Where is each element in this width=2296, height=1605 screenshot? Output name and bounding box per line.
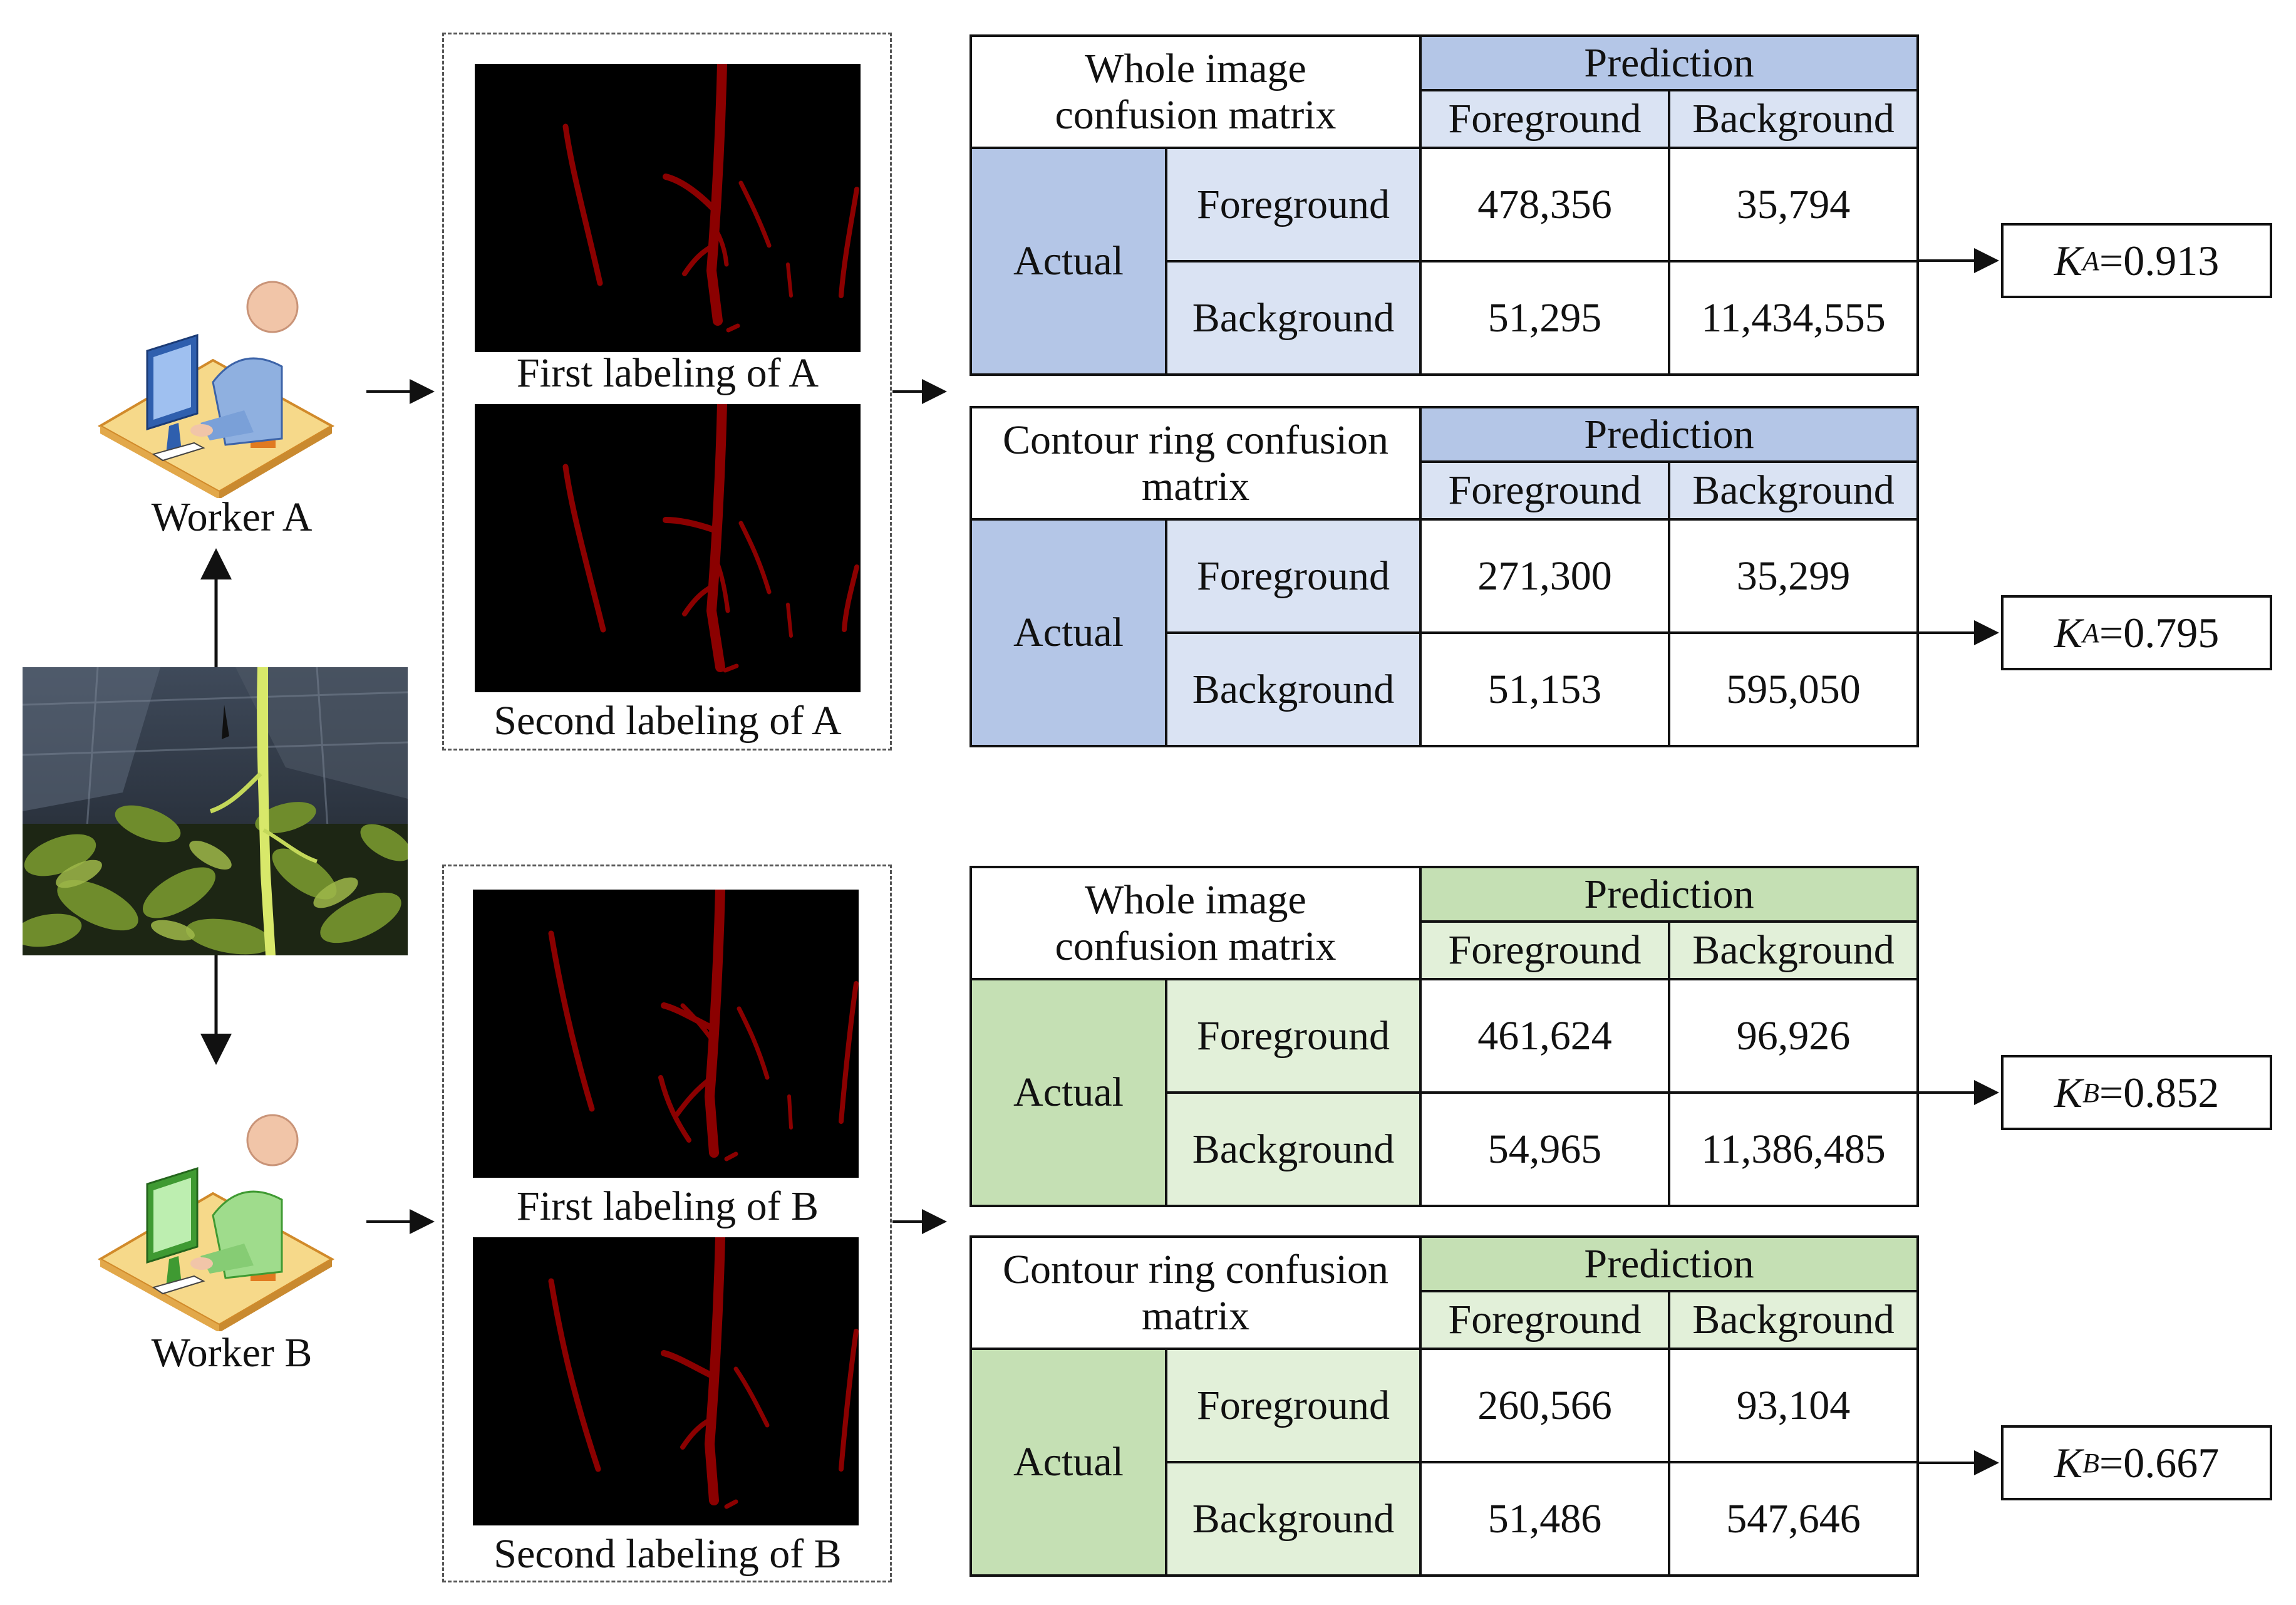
worker-b-icon (97, 1114, 335, 1331)
row-header-background: Background (1164, 1461, 1422, 1577)
confusion-matrix-b-whole: Whole image confusion matrix Prediction … (969, 866, 1920, 1207)
matrix-title-line-1: Whole image (1085, 876, 1306, 923)
kappa-symbol: K (2054, 608, 2083, 657)
col-header-foreground: Foreground (1419, 920, 1671, 980)
col-header-foreground: Foreground (1419, 460, 1671, 521)
kappa-subscript: A (2082, 617, 2099, 648)
kappa-value: =0.795 (2099, 608, 2220, 657)
matrix-title-line-1: Whole image (1085, 45, 1306, 91)
confusion-matrix-a-whole: Whole image confusion matrix Prediction … (969, 34, 1920, 376)
cell-fg-bg: 35,794 (1668, 147, 1920, 262)
matrix-title-line-2: confusion matrix (1055, 91, 1337, 138)
col-header-background: Background (1668, 460, 1920, 521)
cell-bg-fg: 54,965 (1419, 1091, 1671, 1207)
prediction-header: Prediction (1419, 34, 1920, 91)
cell-fg-bg: 96,926 (1668, 978, 1920, 1094)
cell-bg-fg: 51,295 (1419, 260, 1671, 376)
cell-fg-fg: 461,624 (1419, 978, 1671, 1094)
kappa-subscript: A (2082, 245, 2099, 276)
row-header-foreground: Foreground (1164, 518, 1422, 634)
cell-bg-fg: 51,486 (1419, 1461, 1671, 1577)
worker-a-label: Worker A (151, 494, 313, 540)
first-labeling-b-label: First labeling of B (516, 1183, 819, 1229)
row-header-background: Background (1164, 1091, 1422, 1207)
cell-fg-fg: 271,300 (1419, 518, 1671, 634)
row-header-background: Background (1164, 631, 1422, 747)
second-labeling-a-label: Second labeling of A (494, 698, 842, 744)
matrix-title-line-2: matrix (1141, 1292, 1250, 1339)
prediction-header: Prediction (1419, 866, 1920, 923)
matrix-title: Whole image confusion matrix (969, 34, 1422, 149)
cell-bg-bg: 11,434,555 (1668, 260, 1920, 376)
matrix-title: Contour ring confusion matrix (969, 1235, 1422, 1350)
cell-bg-bg: 11,386,485 (1668, 1091, 1920, 1207)
cell-bg-bg: 595,050 (1668, 631, 1920, 747)
matrix-title-line-1: Contour ring confusion (1003, 417, 1388, 463)
mask-second-labeling-a (475, 404, 861, 692)
matrix-title-line-1: Contour ring confusion (1003, 1246, 1388, 1292)
actual-header: Actual (970, 518, 1167, 747)
col-header-foreground: Foreground (1419, 1290, 1671, 1350)
kappa-subscript: B (2082, 1447, 2099, 1478)
plant-photo (23, 667, 408, 955)
labeling-box-b (442, 865, 892, 1582)
col-header-background: Background (1668, 1290, 1920, 1350)
worker-a-icon (97, 281, 335, 498)
mask-second-labeling-b (473, 1237, 859, 1525)
matrix-title-line-2: confusion matrix (1055, 923, 1337, 969)
kappa-value: =0.913 (2099, 236, 2220, 284)
col-header-background: Background (1668, 920, 1920, 980)
actual-header: Actual (970, 1348, 1167, 1577)
matrix-title: Contour ring confusion matrix (969, 406, 1422, 521)
actual-header: Actual (970, 978, 1167, 1207)
row-header-background: Background (1164, 260, 1422, 376)
matrix-title: Whole image confusion matrix (969, 866, 1422, 980)
row-header-foreground: Foreground (1164, 1348, 1422, 1463)
col-header-background: Background (1668, 89, 1920, 149)
kappa-subscript: B (2082, 1077, 2099, 1108)
first-labeling-a-label: First labeling of A (516, 350, 819, 396)
col-header-foreground: Foreground (1419, 89, 1671, 149)
labeling-box-a (442, 33, 892, 751)
prediction-header: Prediction (1419, 1235, 1920, 1292)
row-header-foreground: Foreground (1164, 147, 1422, 262)
kappa-symbol: K (2054, 236, 2083, 284)
kappa-symbol: K (2054, 1068, 2083, 1116)
mask-first-labeling-b (473, 890, 859, 1178)
cell-fg-bg: 35,299 (1668, 518, 1920, 634)
matrix-title-line-2: matrix (1141, 463, 1250, 509)
cell-bg-fg: 51,153 (1419, 631, 1671, 747)
confusion-matrix-a-contour: Contour ring confusion matrix Prediction… (969, 406, 1920, 747)
mask-first-labeling-a (475, 64, 861, 352)
cell-bg-bg: 547,646 (1668, 1461, 1920, 1577)
worker-b-label: Worker B (151, 1330, 313, 1376)
row-header-foreground: Foreground (1164, 978, 1422, 1094)
cell-fg-fg: 478,356 (1419, 147, 1671, 262)
second-labeling-b-label: Second labeling of B (494, 1531, 842, 1577)
cell-fg-fg: 260,566 (1419, 1348, 1671, 1463)
actual-header: Actual (970, 147, 1167, 376)
kappa-value: =0.852 (2099, 1068, 2220, 1116)
kappa-value: =0.667 (2099, 1438, 2220, 1487)
prediction-header: Prediction (1419, 406, 1920, 463)
confusion-matrix-b-contour: Contour ring confusion matrix Prediction… (969, 1235, 1920, 1577)
cell-fg-bg: 93,104 (1668, 1348, 1920, 1463)
kappa-symbol: K (2054, 1438, 2083, 1487)
